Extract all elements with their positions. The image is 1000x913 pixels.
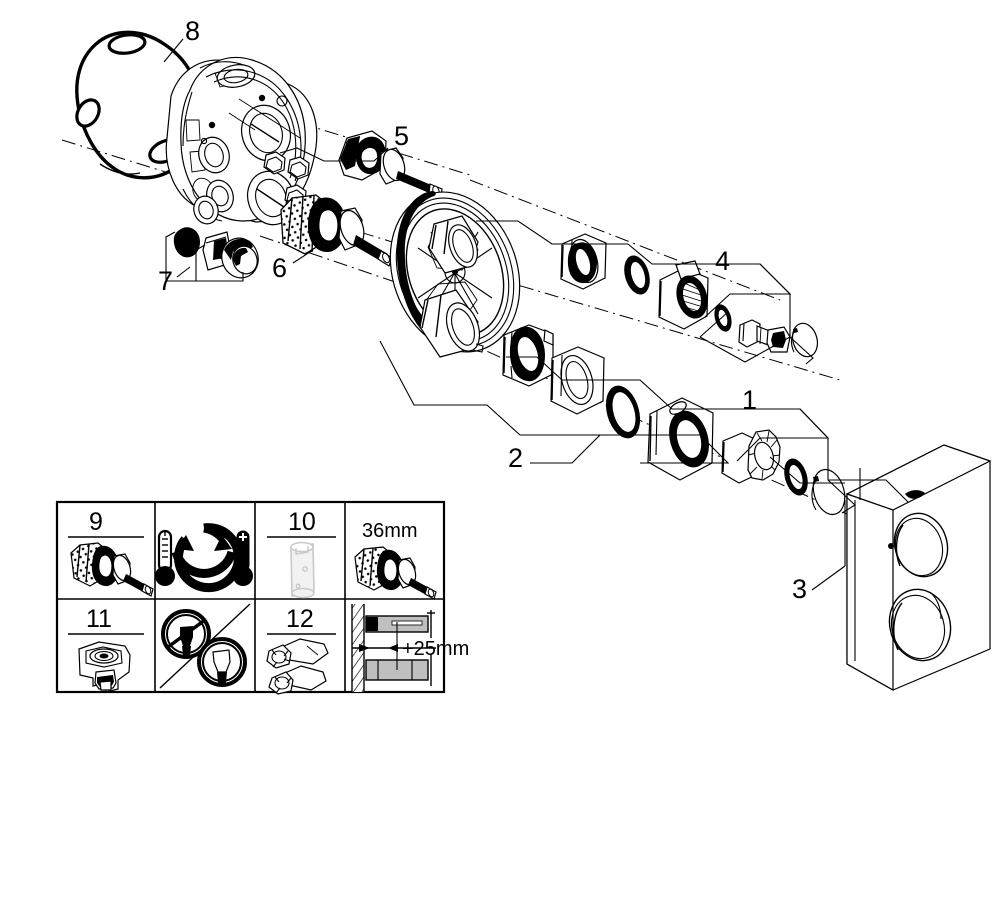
part-handle-adapter-upper — [658, 260, 709, 330]
part-filter-check-valve-plug — [165, 227, 259, 282]
legend-table: 9 — [55, 500, 469, 695]
part-handle-adapter-lower — [647, 397, 714, 481]
part-oring-upper — [624, 255, 650, 295]
check-valve-icon — [78, 641, 131, 693]
thermostatic-cartridge-icon — [70, 542, 154, 597]
callout-label-1: 1 — [742, 385, 757, 415]
part-valve-body-housing — [165, 56, 318, 226]
part-handle-cap-upper — [791, 322, 819, 358]
callout-label-8: 8 — [185, 16, 200, 46]
legend-cell-10: 10 — [267, 508, 336, 599]
legend-label-36mm: 36mm — [362, 520, 418, 542]
legend-label-25mm: +25mm — [402, 638, 469, 660]
callout-label-6: 6 — [272, 253, 287, 283]
part-oring-lower — [605, 385, 641, 439]
part-thermostatic-cartridge — [280, 194, 393, 267]
callout-label-5: 5 — [394, 121, 409, 151]
part-handle-screw-upper — [738, 319, 791, 353]
cartridge-wrench-size-icon — [354, 546, 437, 600]
part-sleeve-upper — [560, 233, 607, 290]
legend-cell-wall-depth: +25mm — [351, 604, 469, 692]
legend-cell-no-tool-handle — [159, 603, 251, 689]
part-threaded-ring — [502, 324, 554, 387]
part-handle-cap-lower — [811, 468, 846, 516]
rosette-lower-boss — [419, 289, 484, 358]
handle-allowed-icon — [197, 637, 247, 687]
legend-number-12: 12 — [286, 605, 314, 633]
callout-label-3: 3 — [792, 574, 807, 604]
part-group-4 — [560, 233, 819, 358]
legend-cell-11: 11 — [68, 605, 144, 693]
rosette-upper-boss — [428, 215, 479, 274]
body-port-openings — [193, 104, 296, 226]
legend-number-11: 11 — [86, 605, 112, 633]
legend-cell-wrench-size: 36mm — [354, 520, 437, 600]
handle-prohibited-icon — [161, 609, 211, 659]
legend-cell-9: 9 — [68, 508, 154, 597]
thermometer-cold-icon — [155, 529, 175, 586]
callout-numbers: 1 2 3 4 5 6 7 8 — [158, 16, 807, 604]
callout-label-7: 7 — [158, 266, 173, 296]
part-round-escutcheon-frame — [389, 191, 521, 358]
legend-number-9: 9 — [89, 508, 103, 536]
legend-number-10: 10 — [288, 508, 316, 536]
legend-cell-12: 12 — [266, 605, 336, 695]
callout-label-2: 2 — [508, 443, 523, 473]
sleeve-extension-icon — [290, 541, 315, 599]
part-square-face-plate — [845, 444, 992, 692]
legend-cell-temperature-rotation — [155, 523, 253, 593]
rotation-arrow-icon — [171, 523, 243, 593]
callout-leader-lines — [163, 38, 909, 591]
callout-label-4: 4 — [715, 246, 730, 276]
wall-anchors-screws-icon — [266, 638, 329, 695]
